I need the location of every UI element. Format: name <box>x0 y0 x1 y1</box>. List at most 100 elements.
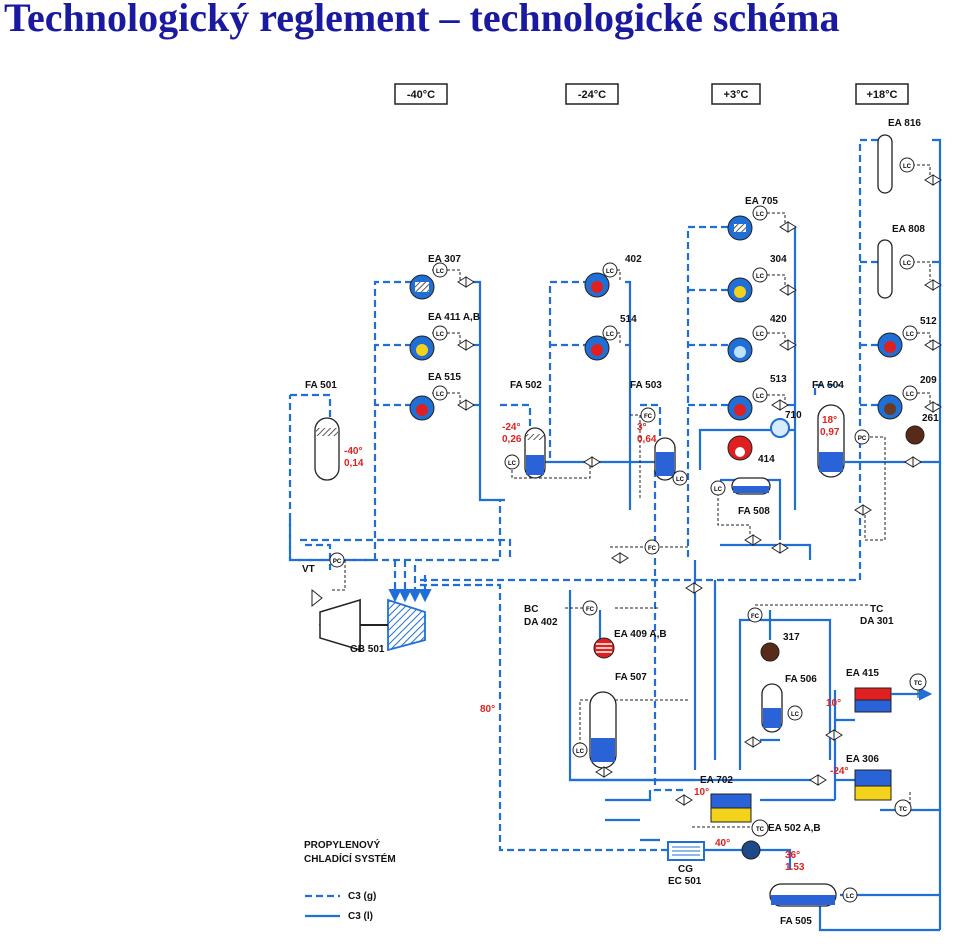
svg-text:PC: PC <box>858 436 867 442</box>
legend-title-1: PROPYLENOVÝ <box>304 838 380 851</box>
svg-text:EA 415: EA 415 <box>846 668 879 679</box>
svg-text:FA 508: FA 508 <box>738 506 770 517</box>
svg-text:EA 306: EA 306 <box>846 754 879 765</box>
legend-liquid-label: C3 (l) <box>348 911 373 922</box>
da301-tc-label: TC <box>870 604 883 615</box>
zone-minus40-label: -40°C <box>407 89 435 101</box>
svg-text:512: 512 <box>920 316 937 327</box>
compressor-gb501: GB 501 <box>318 598 426 655</box>
svg-text:LC: LC <box>756 332 765 338</box>
da402-label: DA 402 <box>524 617 558 628</box>
svg-text:-24°: -24° <box>830 766 848 777</box>
legend: PROPYLENOVÝ CHLADÍCÍ SYSTÉM C3 (g) C3 (l… <box>304 838 396 922</box>
svg-text:EA 502 A,B: EA 502 A,B <box>768 823 821 834</box>
svg-text:VT: VT <box>302 564 315 575</box>
pc-instruments: PC PC <box>329 429 870 568</box>
evaporator-ea307: EA 307 <box>409 254 461 300</box>
svg-text:18°: 18° <box>822 415 837 426</box>
svg-text:EA 411 A,B: EA 411 A,B <box>428 312 480 323</box>
drum-fa505: FA 505 36° 1.53 <box>769 850 837 927</box>
exchanger-ea415: EA 415 10° <box>826 668 933 713</box>
svg-text:LC: LC <box>436 392 445 398</box>
svg-text:FA 504: FA 504 <box>812 380 844 391</box>
drum-fa501: FA 501 -40° 0,14 <box>305 380 364 481</box>
zone-minus40: -40°C <box>394 83 448 105</box>
svg-text:LC: LC <box>508 461 517 467</box>
svg-text:317: 317 <box>783 632 800 643</box>
drum-fa506: FA 506 <box>761 674 817 733</box>
svg-text:209: 209 <box>920 375 937 386</box>
svg-text:0,14: 0,14 <box>344 458 364 469</box>
exchanger-710: 710 <box>770 410 802 438</box>
svg-text:LC: LC <box>756 212 765 218</box>
svg-text:EC 501: EC 501 <box>668 876 702 887</box>
svg-text:261: 261 <box>922 413 939 424</box>
svg-text:513: 513 <box>770 374 787 385</box>
svg-text:EA 808: EA 808 <box>892 224 925 235</box>
svg-text:CG: CG <box>678 864 693 875</box>
zone-minus24: -24°C <box>565 83 619 105</box>
drum-fa504: FA 504 18° 0,97 <box>812 380 845 478</box>
svg-text:LC: LC <box>436 269 445 275</box>
svg-text:36°: 36° <box>785 850 800 861</box>
drum-fa508: FA 508 <box>731 477 771 517</box>
svg-text:FC: FC <box>586 607 595 613</box>
svg-text:0,97: 0,97 <box>820 427 840 438</box>
control-lines <box>330 164 931 828</box>
exchanger-ea306: EA 306 -24° <box>830 754 892 801</box>
svg-text:LC: LC <box>756 394 765 400</box>
svg-text:LC: LC <box>756 274 765 280</box>
da402-bc-label: BC <box>524 604 538 615</box>
svg-text:FA 505: FA 505 <box>780 916 812 927</box>
svg-text:LC: LC <box>714 487 723 493</box>
svg-text:LC: LC <box>846 894 855 900</box>
evaporator-304: 304 <box>727 254 787 303</box>
svg-text:TC: TC <box>899 807 908 813</box>
svg-text:FA 503: FA 503 <box>630 380 662 391</box>
svg-text:304: 304 <box>770 254 787 265</box>
svg-text:710: 710 <box>785 410 802 421</box>
svg-text:GB 501: GB 501 <box>350 644 385 655</box>
process-lines <box>288 138 942 932</box>
exchanger-414: 414 <box>727 435 775 465</box>
evaporator-ea411: EA 411 A,B <box>409 312 480 361</box>
condenser-ec501: CG EC 501 40° <box>667 838 730 887</box>
svg-text:TC: TC <box>914 681 923 687</box>
svg-text:LC: LC <box>906 392 915 398</box>
da301-label: DA 301 <box>860 616 894 627</box>
evaporator-ea705: EA 705 <box>727 196 778 241</box>
svg-text:40°: 40° <box>715 838 730 849</box>
svg-text:FC: FC <box>751 614 760 620</box>
zone-plus18: +18°C <box>855 83 909 105</box>
svg-text:LC: LC <box>676 477 685 483</box>
svg-text:FA 502: FA 502 <box>510 380 542 391</box>
valve-vt: VT <box>302 564 323 608</box>
exchanger-261: 261 <box>905 413 939 445</box>
lc-instruments: LC LC LC LC LC LC LC LC LC LC LC LC LC L… <box>432 157 918 903</box>
evaporator-402: 402 <box>584 254 642 298</box>
svg-text:420: 420 <box>770 314 787 325</box>
evaporator-512: 512 <box>877 316 937 358</box>
svg-text:EA 307: EA 307 <box>428 254 461 265</box>
svg-text:EA 409 A,B: EA 409 A,B <box>614 629 667 640</box>
evaporator-ea515: EA 515 <box>409 372 461 421</box>
svg-text:LC: LC <box>606 269 615 275</box>
refrigeration-flow-diagram: -40°C -24°C +3°C +18°C <box>288 83 942 932</box>
svg-text:LC: LC <box>436 332 445 338</box>
svg-text:EA 705: EA 705 <box>745 196 778 207</box>
zone-plus3: +3°C <box>711 83 761 105</box>
svg-text:EA 702: EA 702 <box>700 775 733 786</box>
vessel-ea808: EA 808 <box>877 224 925 299</box>
evaporator-209: 209 <box>877 375 937 420</box>
drum-fa502: FA 502 -24° 0,26 <box>502 380 546 479</box>
vessel-ea816: EA 816 <box>877 118 921 194</box>
svg-text:10°: 10° <box>694 787 709 798</box>
svg-text:FA 507: FA 507 <box>615 672 647 683</box>
zone-minus24-label: -24°C <box>578 89 606 101</box>
drum-fa507: FA 507 <box>589 672 647 769</box>
svg-text:TC: TC <box>756 827 765 833</box>
svg-text:0,26: 0,26 <box>502 434 522 445</box>
fc-instruments: FC FC FC FC <box>582 407 763 623</box>
exchanger-ea502: EA 502 A,B <box>741 823 821 860</box>
svg-text:FA 501: FA 501 <box>305 380 337 391</box>
